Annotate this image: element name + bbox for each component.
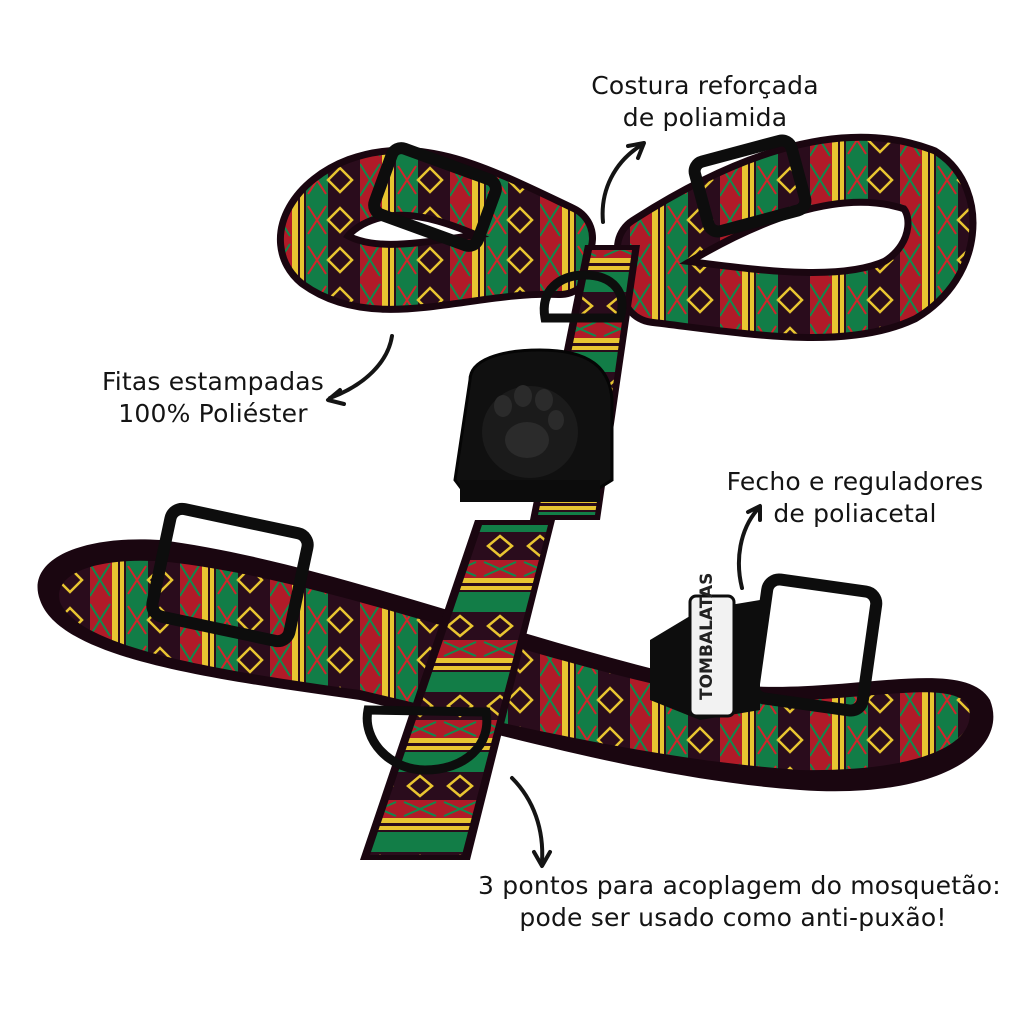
label-stitching-line2: de poliamida: [622, 103, 788, 132]
label-stitching: Costura reforçada de poliamida: [590, 70, 820, 134]
d-ring-icon: [362, 270, 627, 775]
label-buckle-line2: de poliacetal: [773, 499, 937, 528]
upper-left-strap: [277, 146, 596, 313]
paw-icon: [453, 348, 614, 502]
arrowhead-points-icon: [532, 850, 552, 868]
arrowhead-ribbons-icon: [326, 388, 346, 406]
label-points-line2: pode ser usado como anti-puxão!: [519, 903, 947, 932]
label-stitching-line1: Costura reforçada: [591, 71, 819, 100]
arrows: [326, 141, 762, 868]
slider-buckle-icon: [146, 134, 883, 717]
label-ribbons-line2: 100% Poliéster: [118, 399, 308, 428]
upper-right-strap: [614, 133, 977, 341]
label-points-line1: 3 pontos para acoplagem do mosquetão:: [478, 871, 1001, 900]
arrow-stitching-icon: [600, 144, 642, 224]
label-buckle-line1: Fecho e reguladores: [726, 467, 984, 496]
arrowhead-stitching-icon: [626, 141, 646, 160]
arrow-buckle-icon: [736, 508, 759, 590]
side-release-buckle-icon: TOMBALATAS: [650, 573, 760, 720]
brand-tag: TOMBALATAS: [697, 573, 717, 700]
arrow-ribbons-icon: [328, 334, 394, 400]
label-attachment-points: 3 pontos para acoplagem do mosquetão: po…: [478, 870, 1001, 934]
label-buckle: Fecho e reguladores de poliacetal: [726, 466, 984, 530]
label-ribbons-line1: Fitas estampadas: [101, 367, 325, 396]
label-ribbons: Fitas estampadas 100% Poliéster: [100, 366, 326, 430]
arrowhead-buckle-icon: [746, 504, 762, 522]
arrow-points-icon: [510, 776, 545, 864]
